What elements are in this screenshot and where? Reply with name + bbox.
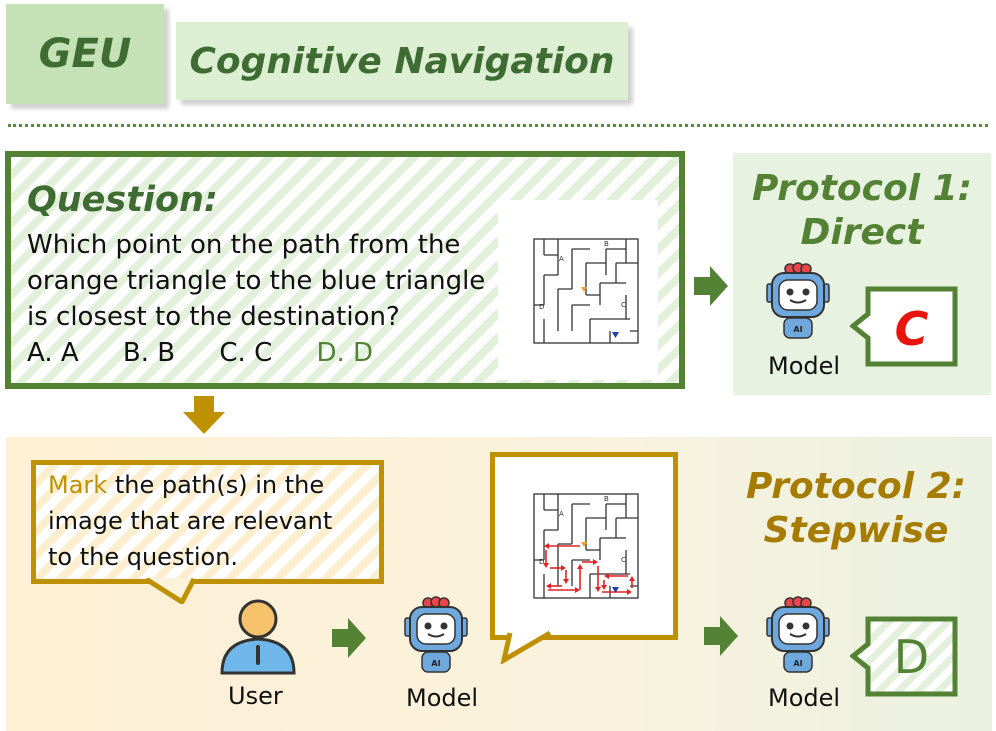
arrow-right-icon bbox=[332, 618, 366, 658]
maze-point-b: B bbox=[604, 240, 609, 248]
model-robot-icon: AI bbox=[766, 596, 830, 673]
marked-maze-point-b: B bbox=[604, 495, 609, 503]
dotted-divider bbox=[8, 124, 988, 127]
blue-triangle-icon bbox=[612, 332, 619, 338]
answer-options: A. A B. B C. C D. D bbox=[27, 338, 409, 368]
instruction-bubble-tail bbox=[144, 578, 197, 604]
protocol-1-model-label: Model bbox=[768, 352, 841, 380]
robot-badge: AI bbox=[793, 659, 802, 668]
instruction-line-3: to the question. bbox=[48, 543, 239, 571]
protocol-2-model-label: Model bbox=[768, 684, 841, 712]
option-b: B. B bbox=[122, 338, 176, 368]
answer-bubble-protocol-2 bbox=[850, 616, 958, 697]
instruction-line-1: the path(s) in the bbox=[107, 471, 325, 499]
protocol-2-answer: D bbox=[893, 630, 930, 684]
protocol-2-title: Protocol 2: bbox=[745, 466, 967, 507]
option-c: C. C bbox=[219, 338, 273, 368]
instruction-line-2: image that are relevant bbox=[48, 507, 333, 535]
path-arrows bbox=[545, 545, 633, 593]
protocol-1-answer: C bbox=[894, 302, 929, 356]
protocol-2-subtitle: Stepwise bbox=[763, 510, 949, 551]
model-robot-icon: AI bbox=[404, 596, 468, 673]
answer-bubble-protocol-1 bbox=[850, 286, 958, 367]
model-output-bubble-tail bbox=[500, 630, 552, 664]
maze-point-a: A bbox=[559, 255, 564, 263]
marked-maze-point-a: A bbox=[559, 510, 564, 518]
instruction-highlight: Mark bbox=[48, 471, 108, 499]
orange-triangle-icon bbox=[581, 542, 587, 547]
maze-point-c: C bbox=[621, 301, 626, 309]
option-d: D. D bbox=[316, 338, 374, 368]
question-line-3: is closest to the destination? bbox=[27, 302, 400, 332]
orange-triangle-icon bbox=[581, 287, 587, 292]
maze-point-d: D bbox=[539, 303, 544, 311]
question-line-2: orange triangle to the blue triangle bbox=[27, 266, 486, 296]
blue-triangle-icon bbox=[612, 587, 619, 593]
middle-model-label: Model bbox=[406, 684, 479, 712]
option-a: A. A bbox=[27, 338, 79, 368]
instruction-bubble bbox=[31, 460, 384, 584]
robot-badge: AI bbox=[793, 325, 802, 334]
geu-tag-box bbox=[6, 4, 164, 104]
arrow-right-icon bbox=[704, 616, 738, 656]
marked-maze-point-c: C bbox=[621, 556, 626, 564]
title-box bbox=[176, 22, 628, 100]
marked-maze-point-d: D bbox=[539, 558, 544, 566]
protocol-1-subtitle: Direct bbox=[800, 212, 924, 253]
arrow-down-icon bbox=[183, 396, 225, 434]
model-robot-icon: AI bbox=[766, 262, 830, 339]
page-title: Cognitive Navigation bbox=[189, 40, 615, 82]
maze-image: A B C D bbox=[533, 238, 639, 344]
question-title: Question: bbox=[27, 180, 218, 220]
question-line-1: Which point on the path from the bbox=[27, 230, 461, 260]
marked-maze-image: A B C D bbox=[533, 493, 639, 599]
arrow-right-icon bbox=[694, 266, 728, 306]
maze-image-panel bbox=[498, 200, 658, 380]
robot-badge: AI bbox=[431, 659, 440, 668]
user-label: User bbox=[228, 682, 283, 710]
user-icon bbox=[220, 599, 296, 675]
geu-tag: GEU bbox=[38, 31, 132, 77]
protocol-1-title: Protocol 1: bbox=[751, 168, 973, 209]
